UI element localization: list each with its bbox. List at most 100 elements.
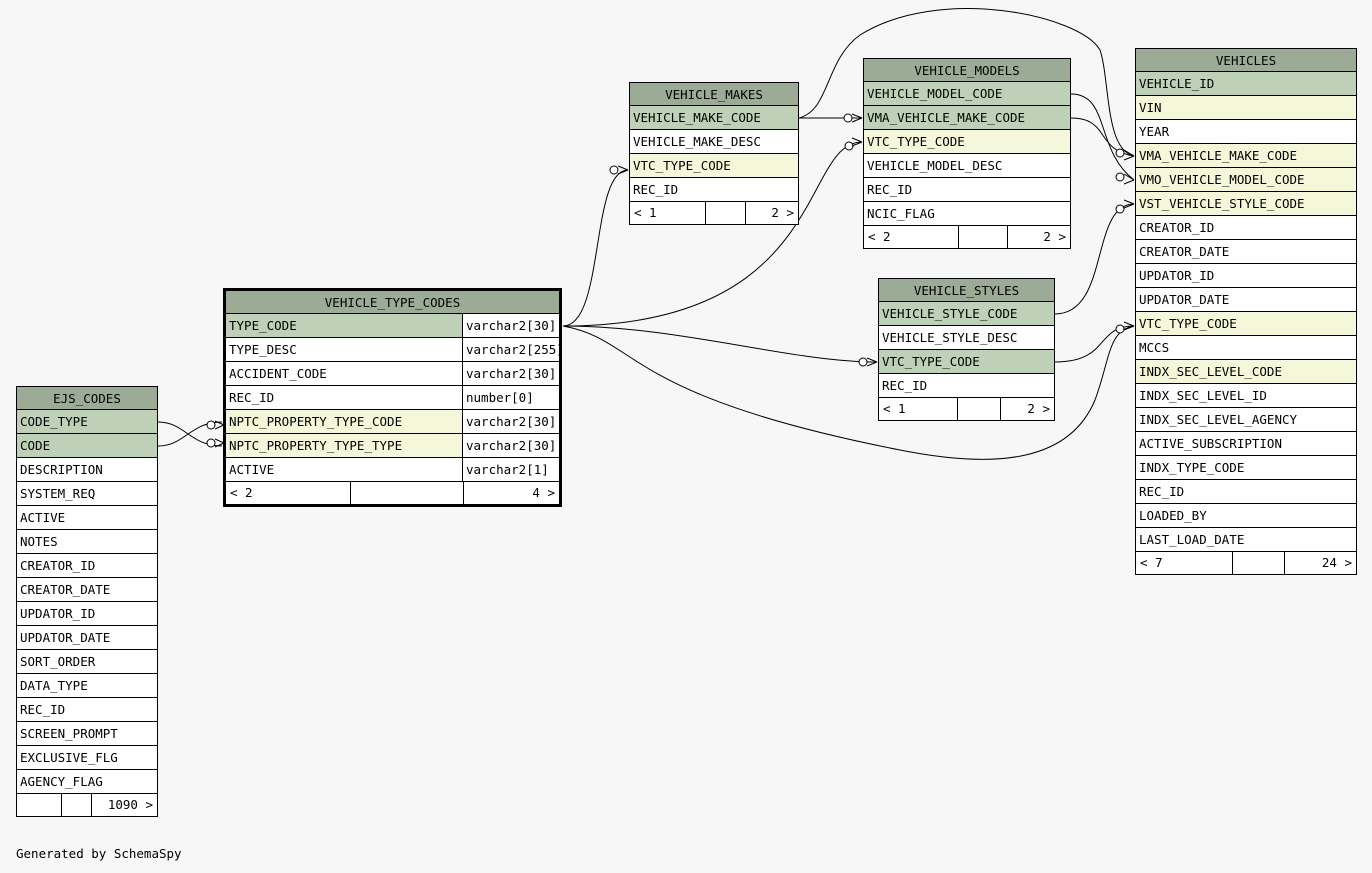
column-row[interactable]: INDX_TYPE_CODE: [1136, 456, 1356, 480]
table-footer[interactable]: 1090 >: [17, 794, 157, 816]
column-row[interactable]: NOTES: [17, 530, 157, 554]
children-link[interactable]: 1090 >: [107, 797, 153, 812]
column-row[interactable]: DESCRIPTION: [17, 458, 157, 482]
column-row[interactable]: CREATOR_ID: [1136, 216, 1356, 240]
children-link[interactable]: 2 >: [1043, 229, 1066, 244]
column-name: VMA_VEHICLE_MAKE_CODE: [1136, 144, 1356, 167]
column-row[interactable]: SCREEN_PROMPT: [17, 722, 157, 746]
parents-link[interactable]: < 1: [630, 202, 706, 224]
table-footer[interactable]: < 2 2 >: [864, 226, 1070, 248]
column-row[interactable]: NCIC_FLAG: [864, 202, 1070, 226]
column-row[interactable]: VEHICLE_MODEL_CODE: [864, 82, 1070, 106]
table-footer[interactable]: < 2 4 >: [226, 482, 559, 504]
column-row[interactable]: VST_VEHICLE_STYLE_CODE: [1136, 192, 1356, 216]
column-name: AGENCY_FLAG: [20, 774, 103, 789]
parents-link[interactable]: < 1: [879, 398, 958, 420]
column-name: NOTES: [20, 534, 58, 549]
table-footer[interactable]: < 1 2 >: [630, 202, 798, 224]
column-name: INDX_SEC_LEVEL_AGENCY: [1139, 412, 1298, 427]
children-link[interactable]: 2 >: [771, 205, 794, 220]
table-title: VEHICLE_STYLES: [879, 279, 1054, 302]
children-link[interactable]: 24 >: [1321, 555, 1352, 570]
column-name: VEHICLE_MAKE_DESC: [633, 134, 761, 149]
column-row[interactable]: DATA_TYPE: [17, 674, 157, 698]
column-row[interactable]: UPDATOR_ID: [17, 602, 157, 626]
column-row[interactable]: EXCLUSIVE_FLG: [17, 746, 157, 770]
generated-by-note: Generated by SchemaSpy: [16, 846, 182, 861]
column-row[interactable]: MCCS: [1136, 336, 1356, 360]
parents-link[interactable]: < 2: [226, 482, 351, 504]
column-row[interactable]: VMA_VEHICLE_MAKE_CODE: [1136, 144, 1356, 168]
column-name: NCIC_FLAG: [867, 206, 935, 221]
column-row[interactable]: CREATOR_ID: [17, 554, 157, 578]
column-row[interactable]: VIN: [1136, 96, 1356, 120]
column-name: LOADED_BY: [1139, 508, 1207, 523]
column-row[interactable]: VEHICLE_MAKE_CODE: [630, 106, 798, 130]
column-row[interactable]: VEHICLE_STYLE_CODE: [879, 302, 1054, 326]
column-row[interactable]: CODE: [17, 434, 157, 458]
column-row[interactable]: SYSTEM_REQ: [17, 482, 157, 506]
column-row[interactable]: INDX_SEC_LEVEL_ID: [1136, 384, 1356, 408]
column-row[interactable]: VTC_TYPE_CODE: [864, 130, 1070, 154]
column-row[interactable]: VMO_VEHICLE_MODEL_CODE: [1136, 168, 1356, 192]
column-row[interactable]: YEAR: [1136, 120, 1356, 144]
column-row[interactable]: UPDATOR_DATE: [17, 626, 157, 650]
column-row[interactable]: LAST_LOAD_DATE: [1136, 528, 1356, 552]
column-row[interactable]: VEHICLE_STYLE_DESC: [879, 326, 1054, 350]
column-row[interactable]: VEHICLE_MAKE_DESC: [630, 130, 798, 154]
column-row[interactable]: LOADED_BY: [1136, 504, 1356, 528]
column-row[interactable]: UPDATOR_DATE: [1136, 288, 1356, 312]
column-name: DESCRIPTION: [20, 462, 103, 477]
column-row[interactable]: VTC_TYPE_CODE: [1136, 312, 1356, 336]
column-row[interactable]: REC_ID: [17, 698, 157, 722]
children-link[interactable]: 2 >: [1027, 401, 1050, 416]
column-row[interactable]: ACTIVE: [17, 506, 157, 530]
column-row[interactable]: REC_ID: [630, 178, 798, 202]
column-row[interactable]: CREATOR_DATE: [1136, 240, 1356, 264]
column-name: REC_ID: [867, 182, 913, 197]
column-row[interactable]: CREATOR_DATE: [17, 578, 157, 602]
column-name: ACCIDENT_CODE: [229, 366, 327, 381]
column-row[interactable]: VMA_VEHICLE_MAKE_CODE: [864, 106, 1070, 130]
parents-link[interactable]: < 2: [864, 226, 959, 248]
column-name: VEHICLE_MODEL_DESC: [867, 158, 1003, 173]
parents-link[interactable]: < 7: [1136, 552, 1233, 574]
parents-link[interactable]: [17, 794, 62, 816]
column-row[interactable]: VTC_TYPE_CODE: [879, 350, 1054, 374]
table-footer[interactable]: < 7 24 >: [1136, 552, 1356, 574]
column-row[interactable]: VEHICLE_MODEL_DESC: [864, 154, 1070, 178]
column-row[interactable]: SORT_ORDER: [17, 650, 157, 674]
column-row[interactable]: ACTIVE_SUBSCRIPTION: [1136, 432, 1356, 456]
column-row[interactable]: INDX_SEC_LEVEL_AGENCY: [1136, 408, 1356, 432]
column-row[interactable]: REC_ID: [1136, 480, 1356, 504]
column-row[interactable]: VTC_TYPE_CODE: [630, 154, 798, 178]
column-row[interactable]: VEHICLE_ID: [1136, 72, 1356, 96]
column-row[interactable]: UPDATOR_ID: [1136, 264, 1356, 288]
table-footer[interactable]: < 1 2 >: [879, 398, 1054, 420]
footer-spacer: [1233, 552, 1285, 574]
column-row[interactable]: INDX_SEC_LEVEL_CODE: [1136, 360, 1356, 384]
column-row[interactable]: REC_ID: [879, 374, 1054, 398]
children-link[interactable]: 4 >: [532, 485, 555, 500]
column-row[interactable]: CODE_TYPE: [17, 410, 157, 434]
column-row[interactable]: AGENCY_FLAG: [17, 770, 157, 794]
column-name: CREATOR_ID: [20, 558, 96, 573]
column-row[interactable]: REC_ID: [864, 178, 1070, 202]
column-name: TYPE_CODE: [226, 314, 462, 337]
column-type: varchar2[1]: [462, 458, 559, 481]
column-type: varchar2[30]: [462, 434, 559, 457]
column-name: MCCS: [1139, 340, 1170, 355]
